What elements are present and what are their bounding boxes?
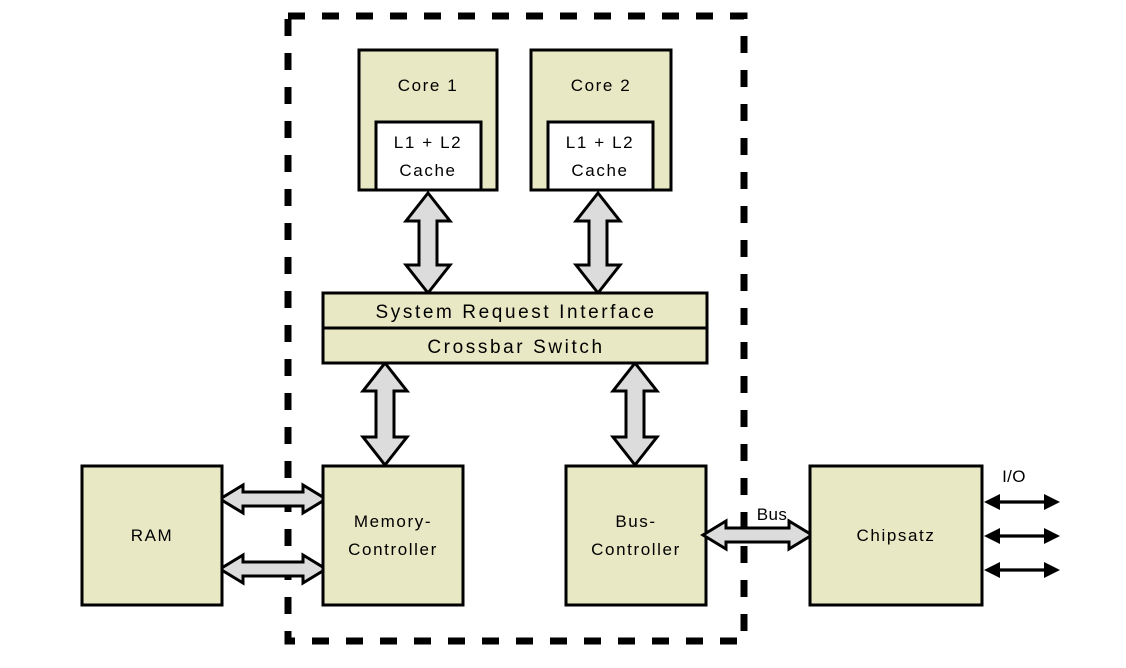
core2-label: Core 2 (571, 76, 632, 95)
arrow-core2-to-sri (572, 190, 624, 296)
cache2-block[interactable] (546, 120, 655, 192)
memory-controller-label-line2: Controller (348, 540, 438, 559)
memory-controller-block[interactable] (321, 464, 465, 607)
io-arrow-1 (984, 494, 1060, 510)
chipset-block[interactable] (808, 464, 984, 607)
crossbar-switch-block[interactable] (321, 326, 709, 365)
arrow-core1-to-sri (402, 190, 454, 296)
io-arrow-2 (984, 528, 1060, 544)
cpu-die-boundary (284, 12, 748, 645)
bus-controller-block[interactable] (564, 464, 708, 607)
chipset-label: Chipsatz (857, 526, 936, 545)
cache2-label-line2: Cache (571, 161, 628, 180)
arrow-ram-memctl-lower (217, 552, 329, 586)
cache1-label-line2: Cache (399, 161, 456, 180)
cache2-label-line1: L1 + L2 (566, 133, 634, 152)
bus-label: Bus (757, 505, 788, 524)
system-request-interface-label: System Request Interface (375, 302, 656, 323)
ram-block[interactable] (80, 464, 224, 607)
core1-label: Core 1 (398, 76, 459, 95)
system-request-interface-block[interactable] (321, 291, 709, 330)
io-label: I/O (1002, 467, 1026, 486)
ram-label: RAM (131, 526, 174, 545)
arrow-crossbar-to-bus-controller (609, 360, 661, 468)
io-arrow-3 (984, 562, 1060, 578)
arrow-crossbar-to-memory-controller (359, 360, 411, 468)
arrow-bus-controller-to-chipset (700, 518, 815, 552)
bus-controller-label-line2: Controller (591, 540, 681, 559)
arrow-ram-memctl-upper (217, 482, 329, 516)
bus-controller-label-line1: Bus- (615, 512, 656, 531)
cache1-block[interactable] (374, 120, 483, 192)
cache1-label-line1: L1 + L2 (394, 133, 462, 152)
crossbar-switch-label: Crossbar Switch (427, 337, 604, 358)
memory-controller-label-line1: Memory- (354, 512, 432, 531)
